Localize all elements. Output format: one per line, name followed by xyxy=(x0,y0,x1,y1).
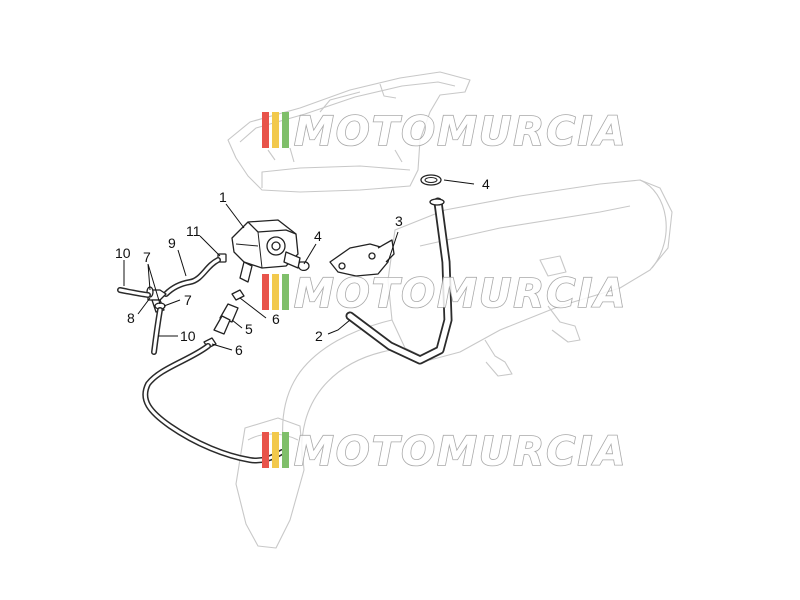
hose-clamp-4-top xyxy=(420,174,442,186)
callout-9: 9 xyxy=(168,235,176,251)
watermark-logo-top: MOTOMURCIA xyxy=(262,108,627,156)
callout-4-top: 4 xyxy=(482,176,490,192)
watermark-text: MOTOMURCIA xyxy=(294,429,627,475)
watermark-stripe-yellow xyxy=(272,274,279,310)
callout-6-bottom: 6 xyxy=(235,342,243,358)
watermark-stripe-yellow xyxy=(272,112,279,148)
watermark-stripe-red xyxy=(262,112,269,148)
callout-3: 3 xyxy=(395,213,403,229)
callout-4-middle: 4 xyxy=(314,228,322,244)
watermark-logo-bottom: MOTOMURCIA xyxy=(262,428,627,476)
watermark-logo-middle: MOTOMURCIA xyxy=(262,270,627,318)
watermark-stripe-green xyxy=(282,112,289,148)
callout-7-top: 7 xyxy=(143,249,151,265)
clip-4-middle xyxy=(297,261,310,272)
hose-long xyxy=(142,343,285,464)
hose-10-left xyxy=(117,287,151,298)
callout-1: 1 xyxy=(219,189,227,205)
watermark-text: MOTOMURCIA xyxy=(294,271,627,317)
callout-11: 11 xyxy=(186,223,201,239)
leader-lines xyxy=(123,179,475,351)
callout-5: 5 xyxy=(245,321,253,337)
muffler-ghost xyxy=(387,179,673,377)
callout-2: 2 xyxy=(315,328,323,344)
callout-8: 8 xyxy=(127,310,135,326)
clamp-6-top xyxy=(231,289,245,301)
hose-9 xyxy=(163,257,221,297)
storage-compartment-ghost xyxy=(227,71,471,193)
air-valve-1 xyxy=(231,219,301,283)
watermark-text: MOTOMURCIA xyxy=(294,109,627,155)
callout-6-top: 6 xyxy=(272,311,280,327)
callout-10-left: 10 xyxy=(115,245,131,261)
watermark-stripe-green xyxy=(282,432,289,468)
callout-7-bottom: 7 xyxy=(184,292,192,308)
watermark-stripe-yellow xyxy=(272,432,279,468)
reed-valve-5 xyxy=(213,303,239,335)
hose-10-bottom xyxy=(151,307,163,355)
watermark-stripe-green xyxy=(282,274,289,310)
air-pipe-2 xyxy=(345,197,453,365)
watermark-stripe-red xyxy=(262,432,269,468)
callout-10-bottom: 10 xyxy=(180,328,196,344)
watermark-stripe-red xyxy=(262,274,269,310)
